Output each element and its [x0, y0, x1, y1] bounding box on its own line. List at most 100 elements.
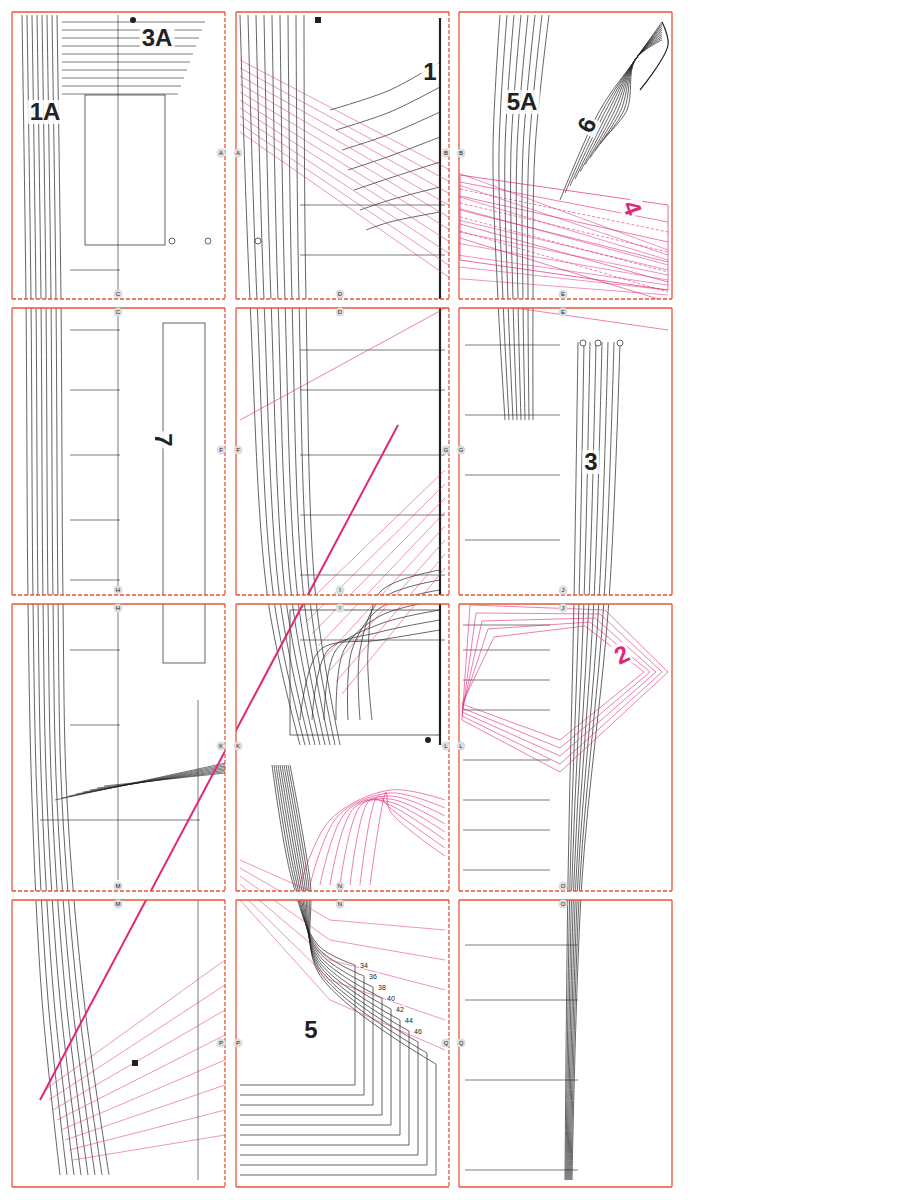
- pattern-line: [240, 965, 355, 1085]
- tile-marker: F: [234, 446, 243, 455]
- tile-marker: N: [336, 900, 345, 909]
- tile-marker: P: [217, 1039, 226, 1048]
- pattern-line: [240, 124, 668, 290]
- tile-marker: D: [336, 308, 345, 317]
- pattern-line: [240, 1053, 427, 1165]
- pattern-line: [290, 765, 436, 1064]
- pattern-line: [240, 860, 445, 900]
- pattern-line: [118, 15, 119, 880]
- pattern-line: [460, 231, 668, 292]
- tile-marker: F: [217, 446, 226, 455]
- pattern-line: [560, 22, 662, 200]
- pattern-line: [240, 15, 300, 745]
- pattern-line: [570, 342, 608, 1180]
- pattern-line: [465, 415, 560, 416]
- pattern-line: [240, 132, 668, 295]
- pattern-line: [460, 196, 668, 242]
- pattern-line: [370, 792, 445, 885]
- pattern-line: [565, 24, 662, 193]
- pattern-line: [256, 15, 310, 745]
- pattern-line: [300, 350, 445, 351]
- pattern-line: [240, 892, 445, 1020]
- tile-marker: B: [457, 149, 466, 158]
- pattern-line: [62, 46, 196, 47]
- tile-marker: E: [559, 290, 568, 299]
- pattern-line: [324, 610, 440, 720]
- pattern-line: [360, 796, 445, 885]
- pattern-line: [286, 765, 418, 1042]
- pattern-line: [528, 15, 542, 420]
- pattern-line: [585, 32, 662, 165]
- tile-frames: [12, 12, 672, 1187]
- pattern-line: [240, 1064, 436, 1175]
- pattern-line: [465, 345, 560, 346]
- pattern-line: [240, 108, 668, 280]
- piece-number: 3A: [140, 26, 175, 50]
- pattern-line: [300, 575, 445, 576]
- pattern-line: [62, 30, 202, 31]
- pattern-line: [499, 15, 509, 420]
- tile-marker: C: [114, 308, 123, 317]
- pattern-line: [465, 945, 578, 946]
- pattern-line: [61, 1060, 225, 1130]
- pattern-line: [533, 15, 549, 420]
- pattern-line: [45, 960, 225, 1090]
- tile-marker: L: [442, 742, 451, 751]
- pattern-line: [580, 30, 662, 172]
- pattern-line: [240, 300, 668, 420]
- tile-marker: H: [114, 604, 123, 613]
- pattern-line: [465, 1080, 578, 1081]
- pattern-line: [342, 568, 445, 694]
- pattern-line: [570, 26, 662, 186]
- pattern-line: [240, 876, 445, 960]
- pattern-line: [288, 765, 427, 1053]
- pattern-line: [240, 60, 668, 250]
- pattern-line: [463, 650, 550, 651]
- pattern-line: [358, 580, 440, 720]
- pattern-line: [57, 15, 109, 1175]
- pattern-line: [340, 800, 445, 885]
- pattern-line: [300, 390, 445, 391]
- pattern-line: [571, 342, 614, 1180]
- pattern-line: [465, 1170, 578, 1171]
- pattern-line: [240, 1009, 391, 1125]
- pattern-line: [240, 1042, 418, 1155]
- pattern-line: [300, 630, 440, 720]
- tile-marker: B: [442, 149, 451, 158]
- pattern-line: [300, 255, 445, 256]
- pattern-line: [318, 512, 445, 646]
- pattern-line: [465, 1000, 578, 1001]
- pattern-line: [463, 870, 550, 871]
- pattern-line: [62, 62, 190, 63]
- pattern-line: [83, 768, 230, 792]
- pattern-line: [70, 650, 120, 651]
- pattern-line: [240, 76, 668, 260]
- pattern-line: [296, 15, 335, 745]
- tile-marker: P: [234, 1039, 243, 1048]
- pattern-line: [300, 790, 445, 885]
- pattern-line: [465, 475, 560, 476]
- tile-marker: G: [442, 446, 451, 455]
- pattern-line: [300, 455, 445, 456]
- pattern-line: [57, 1035, 225, 1120]
- pattern-line: [310, 793, 445, 885]
- piece-number: 7: [151, 431, 175, 448]
- tile-marker: G: [457, 446, 466, 455]
- pattern-line: [62, 54, 193, 55]
- pattern-line: [463, 680, 550, 681]
- pattern-line: [240, 868, 445, 930]
- pattern-line: [40, 425, 398, 1100]
- pattern-line: [300, 470, 445, 610]
- size-number: 40: [386, 995, 396, 1002]
- size-number: 46: [413, 1028, 423, 1035]
- pattern-line: [62, 94, 178, 95]
- pattern-line: [240, 68, 668, 255]
- pattern-line: [306, 484, 445, 622]
- pattern-line: [360, 187, 440, 210]
- piece-number: 4: [618, 196, 646, 221]
- pattern-line: [336, 554, 445, 682]
- pattern-line: [70, 725, 120, 726]
- pattern-line: [55, 762, 230, 800]
